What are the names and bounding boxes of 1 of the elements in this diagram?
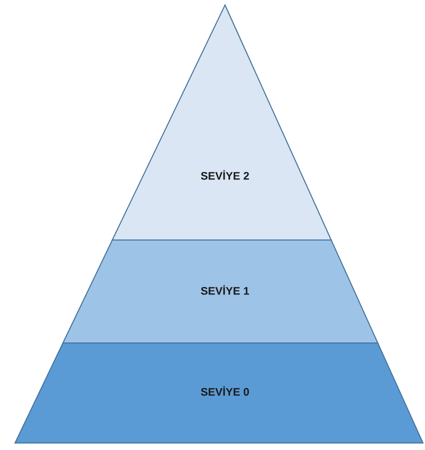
pyramid-level: SEVİYE 1 xyxy=(62,240,379,344)
